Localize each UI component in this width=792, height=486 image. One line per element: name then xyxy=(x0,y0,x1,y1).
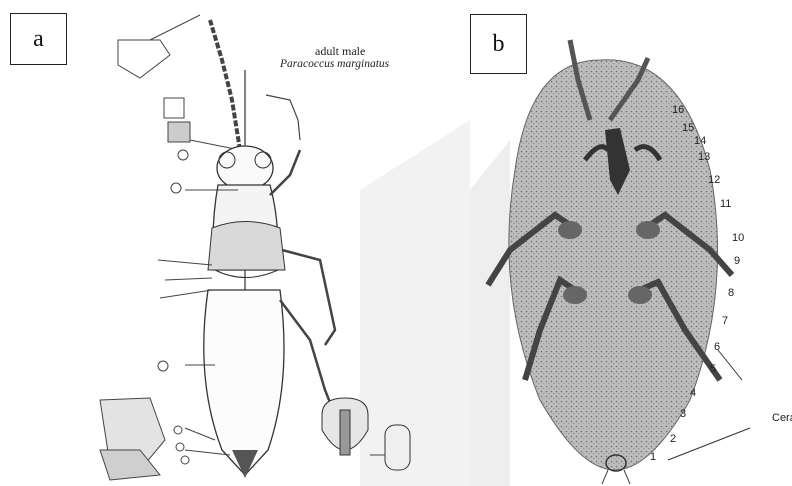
segment-number: 5 xyxy=(710,363,716,375)
panel-b-adult-female: 1 2 3 4 5 6 7 8 9 10 11 12 13 14 15 16 b… xyxy=(470,0,792,486)
segment-number: 3 xyxy=(680,408,686,420)
segment-number: 13 xyxy=(698,151,710,163)
segment-number: 1 xyxy=(650,451,656,463)
segment-number: 6 xyxy=(714,341,720,353)
panel-b-label: b xyxy=(470,14,527,74)
panel-a-title: adult male xyxy=(315,44,365,59)
segment-number: 7 xyxy=(722,315,728,327)
panel-a-label: a xyxy=(10,13,67,65)
segment-number: 12 xyxy=(708,174,720,186)
segment-number: 10 xyxy=(732,232,744,244)
male-mealybug-drawing xyxy=(0,0,470,486)
segment-number: 8 xyxy=(728,287,734,299)
segment-number: 11 xyxy=(720,198,731,210)
segment-number: 16 xyxy=(672,104,684,116)
segment-number: 15 xyxy=(682,122,694,134)
segment-number: 4 xyxy=(690,387,696,399)
segment-number: 14 xyxy=(694,135,706,147)
segment-number: 9 xyxy=(734,255,740,267)
panel-a-species-name: Paracoccus marginatus xyxy=(280,58,389,70)
segment-number: 2 xyxy=(670,433,676,445)
cerarii-label: Cerar xyxy=(772,412,792,424)
panel-a-adult-male: a adult male Paracoccus marginatus xyxy=(0,0,470,486)
